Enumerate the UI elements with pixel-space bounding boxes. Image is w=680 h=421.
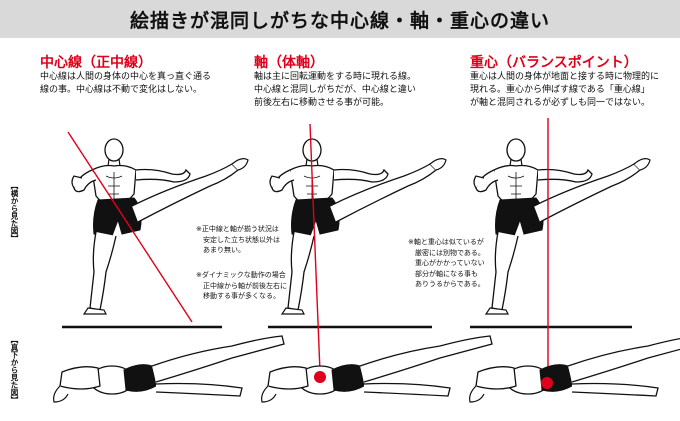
figure-bottom-1: [52, 335, 285, 403]
note-line: 移動する事が多くなる。: [196, 292, 280, 300]
note-line: あまり無い。: [196, 246, 245, 254]
note-line: ※正中線と軸が揃う状況は: [196, 225, 279, 233]
column-description-center-line: 中心線は人間の身体の中心を真っ直ぐ通る 線の事。中心線は不動で変化はしない。: [40, 71, 211, 97]
column-description-axis: 軸は主に回転運動をする時に現れる線。 中心線と混同しがちだが、中心線と違い 前後…: [254, 71, 416, 110]
figure-side-3: [473, 138, 651, 315]
center-of-gravity-point-red: [541, 377, 553, 389]
note-line: 安定した立ち状態以外は: [196, 235, 280, 244]
note-line: ※軸と重心は似ているが: [408, 238, 484, 246]
note-center-line-axis: ※正中線と軸が揃う状況は 安定した立ち状態以外は あまり無い。: [196, 224, 280, 256]
note-line: 正中線から軸が前後左右に: [196, 281, 287, 290]
column-heading-center-line: 中心線（正中線）: [40, 55, 152, 71]
column-heading-axis: 軸（体軸）: [254, 55, 324, 71]
description-line: 中心線は人間の身体の中心を真っ直ぐ通る: [40, 72, 212, 82]
note-line: ※ダイナミックな動作の場合: [196, 271, 286, 279]
column-heading-center-of-gravity: 重心（バランスポイント）: [470, 55, 638, 71]
note-line: 厳密には別物である。: [408, 248, 485, 257]
description-line: 軸は主に回転運動をする時に現れる線。: [254, 72, 417, 82]
axis-point-red: [314, 371, 326, 383]
note-line: ありうるからである。: [408, 280, 485, 288]
figure-bottom-3: [468, 335, 680, 403]
bottom-view-label: 【真下から見た図】: [10, 336, 19, 404]
description-line: 前後左右に移動させる事が可能。: [254, 98, 390, 108]
page-title: 絵描きが混同しがちな中心線・軸・重心の違い: [129, 9, 550, 32]
description-line: 現れる。重心から伸ばす線である「重心線」: [470, 85, 650, 95]
axis-line-red: [309, 123, 321, 373]
note-dynamic-motion: ※ダイナミックな動作の場合 正中線から軸が前後左右に 移動する事が多くなる。: [196, 270, 287, 302]
description-line: 重心は人間の身体が地面と接する時に物理的に: [470, 72, 660, 82]
figure-bottom-2: [260, 335, 493, 403]
description-line: 中心線と混同しがちだが、中心線と違い: [254, 85, 416, 95]
title-bar: 絵描きが混同しがちな中心線・軸・重心の違い: [0, 0, 680, 38]
side-view-label: 【横から見た図】: [10, 182, 19, 242]
note-line: 重心がかかっていない: [408, 259, 485, 267]
description-line: 線の事。中心線は不動で変化はしない。: [40, 85, 203, 95]
note-line: 部分が軸になる事も: [408, 269, 478, 278]
description-line: が軸と混同されるが必ずしも同一ではない。: [470, 98, 651, 108]
note-axis-gravity: ※軸と重心は似ているが 厳密には別物である。 重心がかかっていない 部分が軸にな…: [408, 237, 485, 290]
column-description-center-of-gravity: 重心は人間の身体が地面と接する時に物理的に 現れる。重心から伸ばす線である「重心…: [470, 71, 659, 110]
center-line-red: [67, 131, 193, 323]
